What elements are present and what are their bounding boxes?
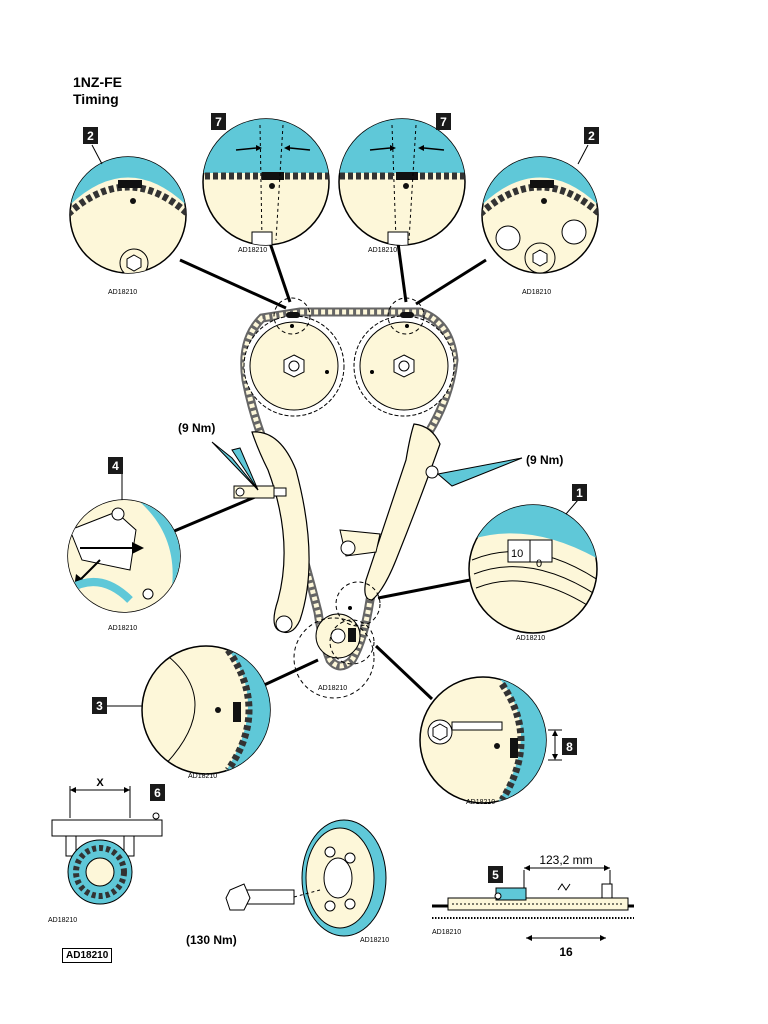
ref-code-detail-5: AD18210 bbox=[432, 929, 461, 936]
torque-right-guide: (9 Nm) bbox=[526, 453, 563, 467]
callout-6: 6 bbox=[154, 786, 161, 800]
detail-circle-7-right: AD18210 7 bbox=[338, 113, 466, 254]
ref-code-main: AD18210 bbox=[318, 685, 347, 692]
callout-8: 8 bbox=[566, 740, 573, 754]
detail-circle-7-left: AD18210 7 bbox=[202, 113, 330, 254]
callout-1: 1 bbox=[576, 486, 583, 500]
title-engine: 1NZ-FE bbox=[73, 74, 122, 90]
leader-lines bbox=[171, 242, 487, 701]
tensioner-scale-10: 10 bbox=[511, 548, 523, 560]
ref-code-detail-2-left: AD18210 bbox=[108, 289, 137, 296]
ref-code-detail-8: AD18210 bbox=[466, 799, 495, 806]
detail-circle-8: AD18210 8 bbox=[419, 676, 577, 806]
crank-pulley-assembly: (130 Nm) AD18210 bbox=[186, 819, 389, 947]
caliper-x-label: X bbox=[96, 777, 104, 789]
ref-code-detail-7-left: AD18210 bbox=[238, 247, 267, 254]
ref-code-detail-3: AD18210 bbox=[188, 773, 217, 780]
tensioner-scale-0: 0 bbox=[536, 558, 542, 570]
detail-chain-length-5: 123,2 mm 16 AD18210 5 bbox=[432, 853, 634, 959]
callout-4: 4 bbox=[112, 459, 119, 473]
callout-7-left: 7 bbox=[215, 115, 222, 129]
ref-code-detail-1: AD18210 bbox=[516, 635, 545, 642]
callout-2-right: 2 bbox=[588, 129, 595, 143]
detail-circle-2-right: AD18210 2 bbox=[481, 127, 599, 296]
torque-crank-bolt: (130 Nm) bbox=[186, 933, 237, 947]
chain-length-value: 123,2 mm bbox=[539, 853, 592, 867]
ref-code-detail-4: AD18210 bbox=[108, 625, 137, 632]
chain-link-count: 16 bbox=[559, 945, 573, 959]
detail-circle-2-left: AD18210 2 bbox=[69, 127, 187, 296]
ref-code-detail-7-right: AD18210 bbox=[368, 247, 397, 254]
detail-caliper-6: X AD18210 6 bbox=[48, 777, 165, 924]
title-subject: Timing bbox=[73, 91, 119, 107]
torque-left-guide: (9 Nm) bbox=[178, 421, 215, 435]
ref-code-detail-2-right: AD18210 bbox=[522, 289, 551, 296]
callout-7-right: 7 bbox=[440, 115, 447, 129]
callout-2-left: 2 bbox=[87, 129, 94, 143]
page-title: 1NZ-FE Timing bbox=[73, 74, 122, 108]
detail-circle-4: AD18210 4 bbox=[67, 457, 181, 632]
callout-5: 5 bbox=[492, 868, 499, 882]
callout-3: 3 bbox=[96, 699, 103, 713]
ref-code-pulley: AD18210 bbox=[360, 937, 389, 944]
document-code-box: AD18210 bbox=[62, 948, 113, 963]
timing-chain-assembly: AD18210 bbox=[233, 297, 459, 699]
torque-callouts: (9 Nm) (9 Nm) bbox=[178, 421, 563, 491]
detail-circle-1: 10 0 AD18210 1 bbox=[468, 484, 598, 642]
ref-code-detail-6: AD18210 bbox=[48, 917, 77, 924]
detail-circle-3: AD18210 3 bbox=[92, 645, 271, 780]
